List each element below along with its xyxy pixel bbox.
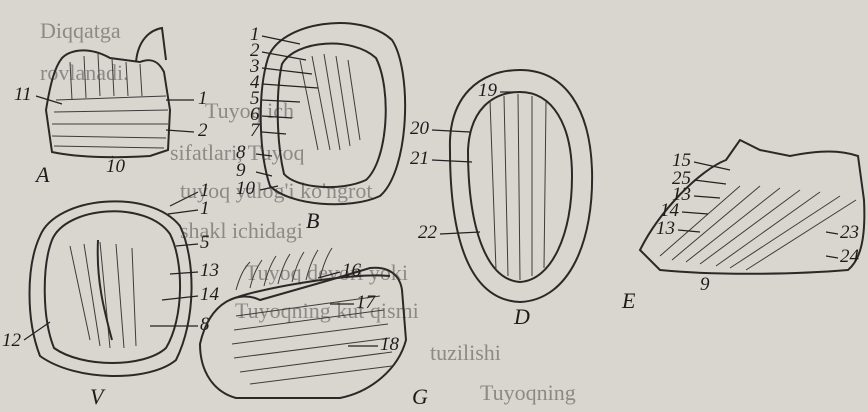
- figure-v-hoof-sole: 1 1 5 13 14 8 12 V: [2, 180, 220, 409]
- bg-line: shakl ichidagi: [180, 218, 303, 243]
- label-5: 5: [200, 232, 210, 253]
- label-8: 8: [200, 314, 210, 335]
- label-16: 16: [342, 260, 362, 281]
- figure-e-hoof-section: 15 25 13 14 13 23 24 9 E: [621, 140, 864, 313]
- label-13b: 13: [656, 218, 675, 239]
- bg-line: Tuyoqning kut qismi: [235, 298, 419, 323]
- label-22: 22: [418, 222, 438, 243]
- label-18: 18: [380, 334, 400, 355]
- figure-letter-d: D: [513, 304, 530, 329]
- label-12: 12: [2, 330, 22, 351]
- label-2: 2: [198, 120, 208, 141]
- label-7: 7: [250, 120, 261, 141]
- leader-line: [166, 130, 194, 132]
- label-21: 21: [410, 148, 429, 169]
- label-24: 24: [840, 246, 860, 267]
- label-9: 9: [700, 274, 710, 295]
- bg-line: tuzilishi: [430, 340, 501, 365]
- figure-letter-a: A: [34, 162, 50, 187]
- figure-d-hoof-corium: 19 20 21 22 D: [410, 70, 592, 329]
- bg-line: Tuyoqning: [480, 380, 576, 405]
- label-10: 10: [236, 178, 256, 199]
- label-23: 23: [840, 222, 859, 243]
- leader-line: [440, 232, 480, 234]
- figure-letter-g: G: [412, 384, 428, 409]
- label-11: 11: [14, 84, 32, 105]
- label-20: 20: [410, 118, 430, 139]
- label-1b: 1: [200, 198, 210, 219]
- figure-letter-b: B: [306, 208, 319, 233]
- leader-line: [432, 160, 472, 162]
- figure-letter-v: V: [90, 384, 106, 409]
- label-13: 13: [200, 260, 219, 281]
- label-10: 10: [106, 156, 126, 177]
- label-17: 17: [356, 292, 377, 313]
- label-1: 1: [198, 88, 208, 109]
- figure-letter-e: E: [621, 288, 636, 313]
- label-14: 14: [200, 284, 220, 305]
- bg-line: Diqqatga: [40, 18, 121, 43]
- label-19: 19: [478, 80, 498, 101]
